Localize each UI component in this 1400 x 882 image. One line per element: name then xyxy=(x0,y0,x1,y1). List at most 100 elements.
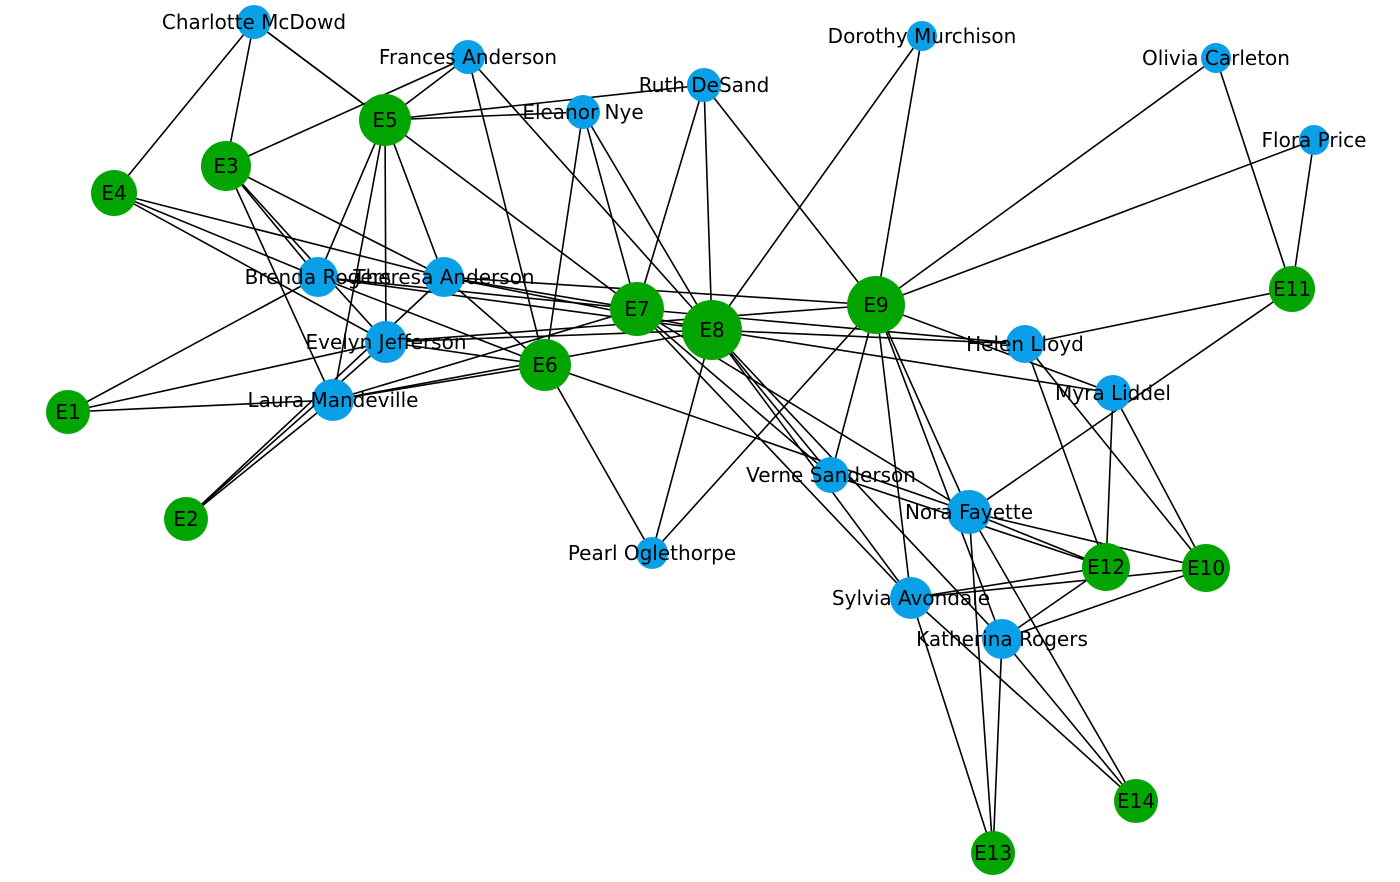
edge-flora-E9 xyxy=(875,139,1315,306)
node-katherina xyxy=(982,619,1022,659)
edge-katherina-E9 xyxy=(875,304,1003,640)
edge-charlotte-E4 xyxy=(113,21,255,194)
node-label-flora: Flora Price xyxy=(1262,128,1367,152)
node-label-frances: Frances Anderson xyxy=(379,45,557,69)
edge-pearl-E9 xyxy=(651,304,877,554)
edge-verne-E9 xyxy=(830,304,877,476)
edge-eleanor-E8 xyxy=(582,111,713,331)
node-olivia xyxy=(1201,43,1231,73)
node-label-charlotte: Charlotte McDowd xyxy=(162,10,346,34)
edge-laura-E1 xyxy=(67,399,334,413)
node-e8 xyxy=(682,300,742,360)
edge-laura-E3 xyxy=(225,165,334,401)
edge-dorothy-E8 xyxy=(711,35,923,331)
edge-brenda-E4 xyxy=(113,192,319,278)
node-label-e13: E13 xyxy=(974,841,1012,865)
node-nora xyxy=(947,490,991,534)
node-charlotte xyxy=(237,5,271,39)
node-label-theresa: Theresa Anderson xyxy=(352,265,534,289)
edge-evelyn-E2 xyxy=(185,341,387,520)
edge-frances-E6 xyxy=(467,56,546,366)
edge-ruth-E5 xyxy=(384,84,705,121)
node-e1 xyxy=(46,390,90,434)
edge-flora-E11 xyxy=(1291,139,1315,290)
node-e13 xyxy=(971,831,1015,875)
node-label-sylvia: Sylvia Avondale xyxy=(832,586,990,610)
edge-verne-E8 xyxy=(711,329,832,476)
edge-evelyn-E5 xyxy=(384,119,387,343)
node-eleanor xyxy=(566,95,600,129)
edge-helen-E11 xyxy=(1024,288,1293,345)
node-frances xyxy=(451,40,485,74)
node-laura xyxy=(312,379,354,421)
edge-laura-E5 xyxy=(332,119,386,401)
node-label-laura: Laura Mandeville xyxy=(248,388,419,412)
edge-sylvia-E9 xyxy=(875,304,912,599)
edge-nora-E6 xyxy=(544,364,970,513)
edge-pearl-E8 xyxy=(651,329,713,554)
edge-theresa-E9 xyxy=(443,276,877,306)
edge-eleanor-E5 xyxy=(384,111,584,121)
node-label-brenda: Brenda Rogers xyxy=(245,265,392,289)
node-e4 xyxy=(91,170,137,216)
edge-olivia-E9 xyxy=(875,57,1217,306)
node-dorothy xyxy=(907,21,937,51)
node-sylvia xyxy=(890,577,932,619)
edge-theresa-E5 xyxy=(384,119,445,278)
node-e14 xyxy=(1114,779,1158,823)
edge-katherina-E8 xyxy=(711,329,1003,640)
edge-laura-E7 xyxy=(332,308,638,401)
node-label-e4: E4 xyxy=(101,181,126,205)
edge-ruth-E7 xyxy=(636,84,705,310)
node-label-e2: E2 xyxy=(173,507,198,531)
node-theresa xyxy=(424,257,464,297)
edge-sylvia-E7 xyxy=(636,308,912,599)
node-e9 xyxy=(847,276,905,334)
node-label-nora: Nora Fayette xyxy=(905,500,1033,524)
node-label-e11: E11 xyxy=(1273,277,1311,301)
labels-layer: E1E2E3E4E5E6E7E8E9E10E11E12E13E14Charlot… xyxy=(55,10,1366,865)
node-label-e6: E6 xyxy=(532,353,557,377)
edge-nora-E9 xyxy=(875,304,970,513)
edge-theresa-E7 xyxy=(443,276,638,310)
node-label-eleanor: Eleanor Nye xyxy=(522,100,643,124)
edge-brenda-E6 xyxy=(317,276,546,366)
edge-pearl-E6 xyxy=(544,364,653,554)
node-flora xyxy=(1299,125,1329,155)
edge-sylvia-E13 xyxy=(910,597,994,854)
edge-myra-E12 xyxy=(1105,392,1114,568)
edge-eleanor-E6 xyxy=(544,111,584,366)
edge-nora-E13 xyxy=(968,511,994,854)
edge-charlotte-E7 xyxy=(253,21,638,310)
edge-frances-E3 xyxy=(225,56,469,167)
node-label-pearl: Pearl Oglethorpe xyxy=(568,541,736,565)
node-label-e7: E7 xyxy=(624,297,649,321)
edge-brenda-E1 xyxy=(67,276,319,413)
node-myra xyxy=(1095,375,1131,411)
edge-evelyn-E1 xyxy=(67,341,387,413)
edge-nora-E11 xyxy=(968,288,1293,513)
node-label-e10: E10 xyxy=(1187,556,1225,580)
edge-evelyn-E3 xyxy=(225,165,387,343)
edge-brenda-E7 xyxy=(317,276,638,310)
edges-layer xyxy=(67,21,1315,854)
edge-myra-E9 xyxy=(875,304,1114,394)
node-evelyn xyxy=(365,321,407,363)
edge-evelyn-E6 xyxy=(385,341,546,366)
edge-nora-E10 xyxy=(968,511,1207,569)
node-label-evelyn: Evelyn Jefferson xyxy=(305,330,466,354)
edge-brenda-E5 xyxy=(317,119,386,278)
node-e2 xyxy=(164,497,208,541)
node-pearl xyxy=(636,537,668,569)
node-e3 xyxy=(201,141,251,191)
node-ruth xyxy=(687,68,721,102)
edge-theresa-E4 xyxy=(113,192,445,278)
edge-nora-E12 xyxy=(968,511,1107,568)
edge-sylvia-E12 xyxy=(910,566,1107,599)
node-verne xyxy=(813,457,849,493)
node-label-myra: Myra Liddel xyxy=(1055,381,1171,405)
edge-helen-E12 xyxy=(1024,343,1107,568)
edge-myra-E8 xyxy=(711,329,1114,394)
edge-theresa-E3 xyxy=(225,165,445,278)
edge-myra-E10 xyxy=(1112,392,1207,569)
